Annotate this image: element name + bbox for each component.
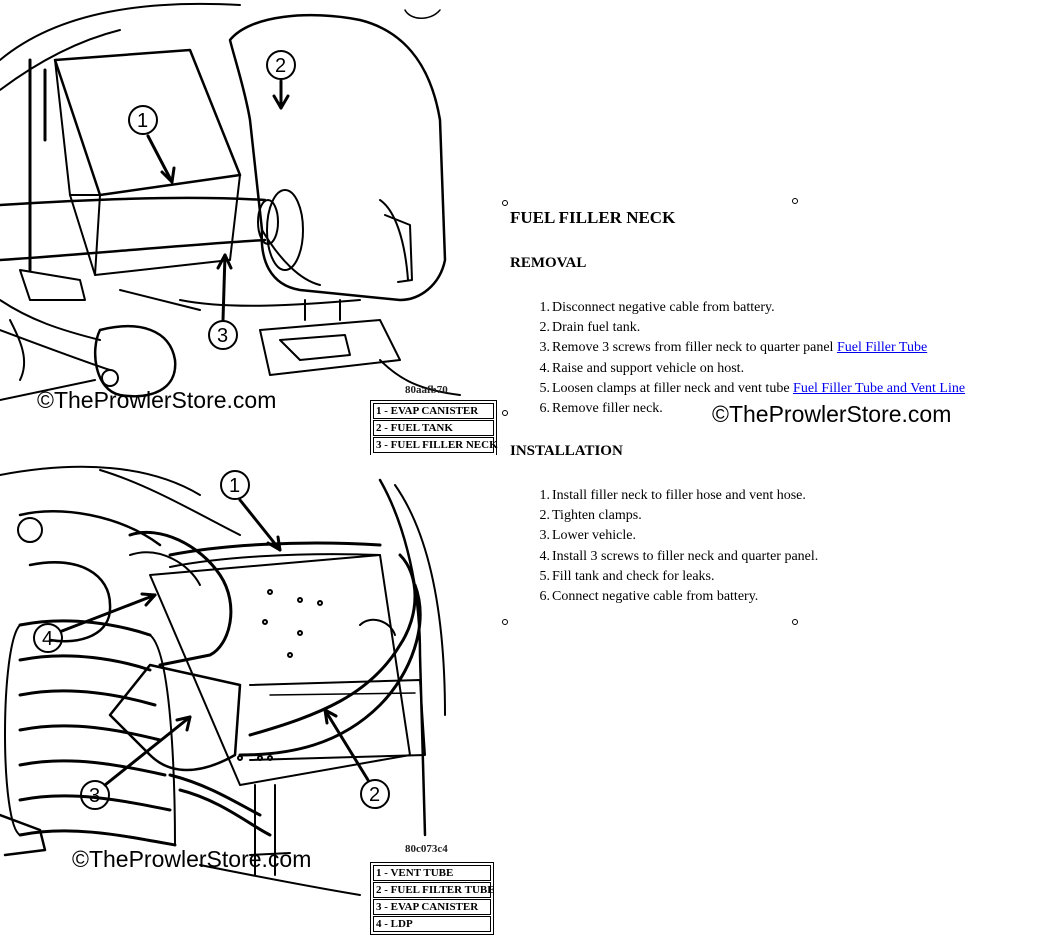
step-text: Drain fuel tank. — [552, 320, 641, 336]
step-text: Connect negative cable from battery. — [552, 588, 759, 604]
diagram-bottom-illustration: 1 2 3 4 — [0, 465, 446, 896]
legend-bottom: 1 - VENT TUBE 2 - FUEL FILTER TUBE 3 - E… — [370, 862, 495, 935]
list-item: 4.Install 3 screws to filler neck and qu… — [515, 547, 819, 567]
fuel-filler-tube-link[interactable]: Fuel Filler Tube — [836, 340, 928, 356]
legend-item: 1 - VENT TUBE — [373, 865, 491, 881]
callout-2: 2 — [275, 55, 286, 77]
step-number: 2. — [539, 508, 551, 524]
legend-item: 1 - EVAP CANISTER — [373, 403, 494, 419]
step-number: 3. — [539, 340, 551, 356]
step-text: Raise and support vehicle on host. — [552, 360, 745, 376]
callout-2: 2 — [369, 784, 380, 806]
legend-top: 1 - EVAP CANISTER 2 - FUEL TANK 3 - FUEL… — [370, 400, 498, 456]
step-number: 6. — [539, 588, 551, 604]
watermark: ©TheProwlerStore.com — [37, 387, 277, 413]
step-text: Disconnect negative cable from battery. — [552, 300, 775, 315]
step-number: 1. — [539, 300, 551, 315]
list-item: 2.Tighten clamps. — [515, 506, 818, 526]
step-number: 3. — [539, 528, 551, 544]
step-number: 5. — [539, 568, 551, 584]
step-text: Remove 3 screws from filler neck to quar… — [552, 340, 837, 356]
installation-heading: INSTALLATION — [510, 443, 623, 459]
legend-item: 3 - FUEL FILLER NECK — [373, 437, 498, 453]
page-title: FUEL FILLER NECK — [510, 208, 676, 227]
step-number: 4. — [539, 360, 551, 376]
step-text: Install filler neck to filler hose and v… — [552, 488, 806, 503]
step-number: 5. — [539, 380, 551, 396]
step-text: Loosen clamps at filler neck and vent tu… — [552, 380, 794, 396]
step-number: 6. — [539, 400, 551, 416]
fuel-filler-tube-vent-line-link[interactable]: Fuel Filler Tube and Vent Line — [793, 380, 966, 396]
list-item: 4.Raise and support vehicle on host. — [515, 359, 965, 379]
figure-id: 80aafb70 — [405, 384, 448, 396]
removal-heading: REMOVAL — [510, 255, 587, 271]
list-item: 2.Drain fuel tank. — [515, 318, 965, 338]
step-text: Tighten clamps. — [552, 508, 642, 524]
legend-item: 3 - EVAP CANISTER — [373, 899, 491, 915]
step-number: 2. — [539, 320, 551, 336]
figure-id: 80c073c4 — [405, 843, 448, 855]
scan-mark — [502, 200, 508, 206]
legend-item: 2 - FUEL TANK — [373, 420, 494, 436]
step-number: 1. — [539, 488, 551, 503]
list-item: 6.Remove filler neck. — [515, 399, 965, 419]
list-item: 5.Fill tank and check for leaks. — [515, 567, 818, 587]
list-item: 1.Disconnect negative cable from battery… — [515, 298, 965, 318]
step-number: 4. — [539, 548, 551, 564]
list-item: 1.Install filler neck to filler hose and… — [515, 486, 818, 506]
installation-steps-list: 1.Install filler neck to filler hose and… — [515, 486, 819, 607]
legend-item: 4 - LDP — [373, 916, 491, 932]
scan-mark — [792, 198, 798, 204]
list-item: 5.Loosen clamps at filler neck and vent … — [515, 379, 966, 399]
callout-3: 3 — [217, 325, 228, 347]
diagram-evap-canister-fuel-tank: 1 2 3 80aafb70 ©TheProwlerStore.com — [0, 0, 500, 455]
step-text: Fill tank and check for leaks. — [552, 568, 715, 584]
removal-steps-list: 1.Disconnect negative cable from battery… — [515, 298, 966, 419]
watermark: ©TheProwlerStore.com — [712, 401, 952, 427]
scan-mark — [502, 410, 508, 416]
callout-1: 1 — [229, 475, 240, 497]
step-text: Lower vehicle. — [552, 528, 636, 544]
scan-mark — [502, 619, 508, 625]
step-text: Remove filler neck. — [552, 400, 663, 416]
diagram-top-illustration: 1 2 3 — [0, 2, 461, 401]
watermark: ©TheProwlerStore.com — [72, 846, 312, 872]
list-item: 6.Connect negative cable from battery. — [515, 587, 818, 607]
callout-1: 1 — [137, 110, 148, 132]
callout-3: 3 — [89, 785, 100, 807]
callout-4: 4 — [42, 628, 53, 650]
list-item: 3.Lower vehicle. — [515, 526, 818, 546]
diagram-vent-tube-ldp: 1 2 3 4 80c073c4 ©TheProwlerStore.com — [0, 455, 500, 933]
scan-mark — [792, 619, 798, 625]
list-item: 3.Remove 3 screws from filler neck to qu… — [515, 338, 965, 358]
step-text: Install 3 screws to filler neck and quar… — [552, 548, 819, 564]
legend-item: 2 - FUEL FILTER TUBE — [373, 882, 495, 898]
